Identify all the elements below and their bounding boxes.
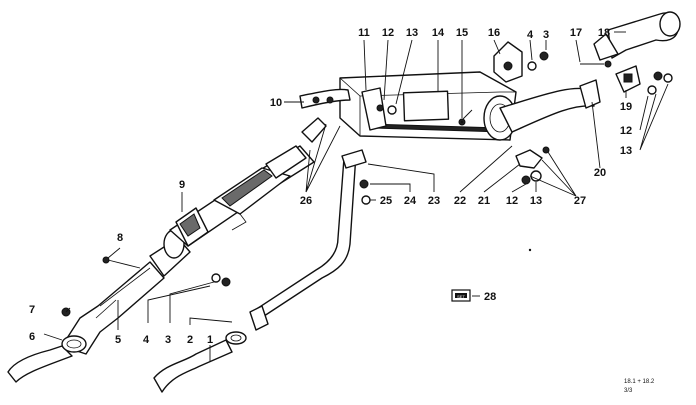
leader-lines — [43, 31, 669, 362]
hardware — [61, 41, 673, 317]
callout-18: 18 — [598, 27, 610, 39]
callout-13: 13 — [406, 27, 418, 39]
callout-10: 10 — [270, 97, 282, 109]
footer-line-1: 18.1 + 18.2 — [624, 379, 655, 385]
tail-pipe — [499, 11, 681, 133]
callout-14: 14 — [432, 27, 445, 39]
callout-26: 26 — [300, 195, 312, 207]
callout-2: 2 — [187, 334, 193, 346]
callout-13: 13 — [530, 195, 542, 207]
callout-20: 20 — [594, 167, 606, 179]
front-exhaust-pipe — [7, 229, 191, 383]
kit-symbol: SET — [451, 289, 471, 302]
callout-27: 27 — [574, 195, 586, 207]
callout-21: 21 — [478, 195, 490, 207]
center-converter — [169, 117, 327, 247]
callout-22: 22 — [454, 195, 466, 207]
callout-28: 28 — [484, 291, 496, 303]
callout-9: 9 — [179, 179, 185, 191]
callout-labels: 1 2 3 3 4 4 5 6 7 8 9 10 11 12 12 12 13 … — [29, 27, 632, 346]
callout-15: 15 — [456, 27, 468, 39]
speck — [528, 248, 532, 252]
callout-12: 12 — [506, 195, 518, 207]
callout-25: 25 — [380, 195, 392, 207]
intermediate-pipe — [153, 88, 357, 393]
callout-13: 13 — [620, 145, 632, 157]
callout-7: 7 — [29, 304, 35, 316]
callout-23: 23 — [428, 195, 440, 207]
speck — [461, 121, 463, 123]
callout-3: 3 — [543, 29, 549, 41]
callout-4: 4 — [143, 334, 150, 346]
callout-1: 1 — [207, 334, 213, 346]
callout-24: 24 — [404, 195, 417, 207]
callout-8: 8 — [117, 232, 123, 244]
footer-line-2: 3/3 — [624, 388, 633, 394]
footer-reference: 18.1 + 18.2 3/3 — [624, 379, 655, 394]
kit-symbol-label: SET — [457, 294, 465, 299]
callout-3: 3 — [165, 334, 171, 346]
callout-17: 17 — [570, 27, 582, 39]
callout-4: 4 — [527, 29, 534, 41]
callout-12: 12 — [620, 125, 632, 137]
callout-12: 12 — [382, 27, 394, 39]
callout-19: 19 — [620, 101, 632, 113]
callout-16: 16 — [488, 27, 500, 39]
callout-5: 5 — [115, 334, 121, 346]
callout-11: 11 — [358, 27, 370, 39]
callout-6: 6 — [29, 331, 35, 343]
